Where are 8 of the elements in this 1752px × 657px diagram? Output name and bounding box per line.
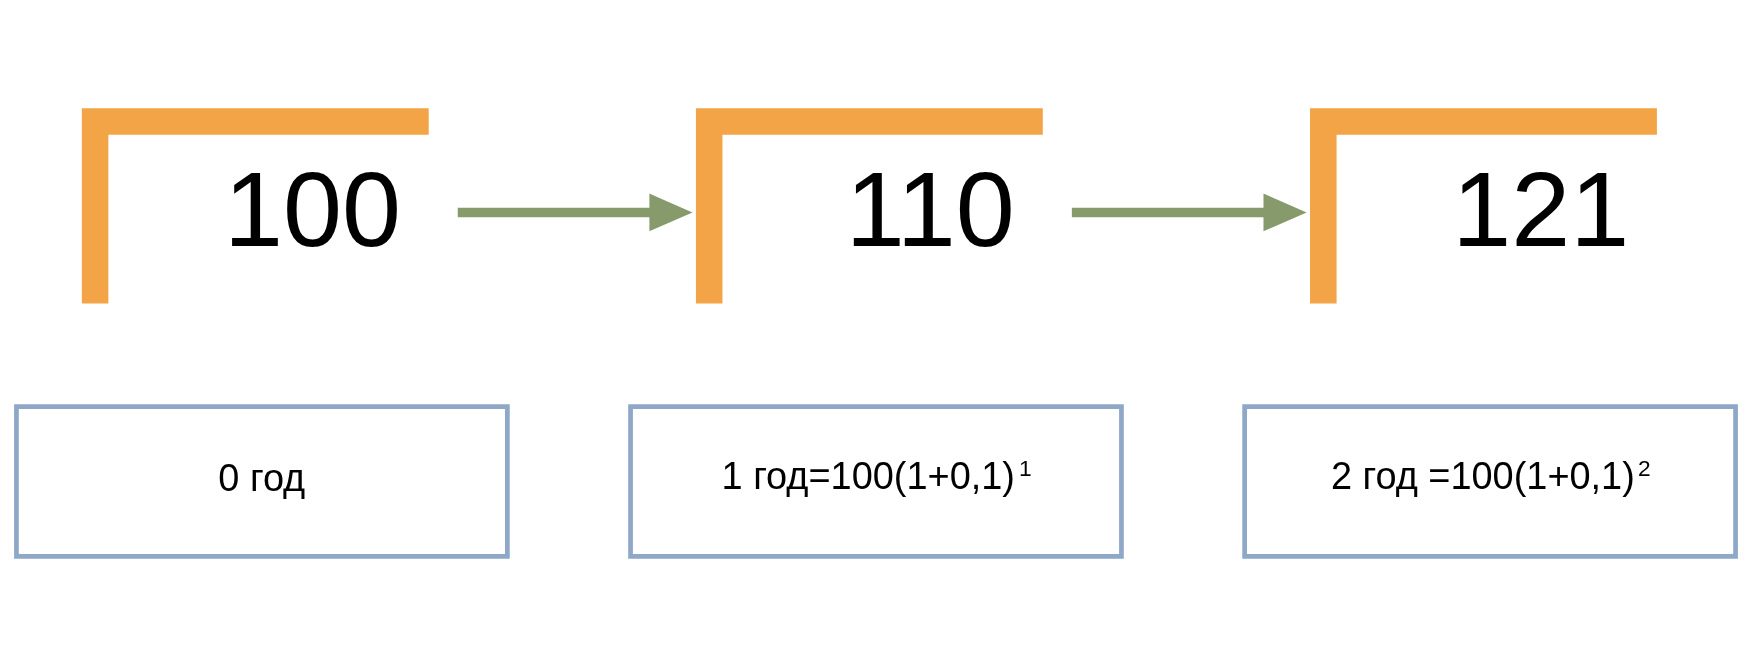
node-box: 1 год=100(1+0,1)$^{1}$ — [628, 404, 1124, 559]
node-box: 0 год — [14, 404, 510, 559]
node-text: 110 — [845, 150, 1015, 269]
node-text: 121 — [1452, 150, 1630, 269]
node-box: 2 год =100(1+0,1)$^{2}$ — [1242, 404, 1738, 559]
arrow — [1071, 193, 1307, 232]
arrow — [457, 193, 693, 232]
node-text: 100 — [223, 150, 402, 269]
